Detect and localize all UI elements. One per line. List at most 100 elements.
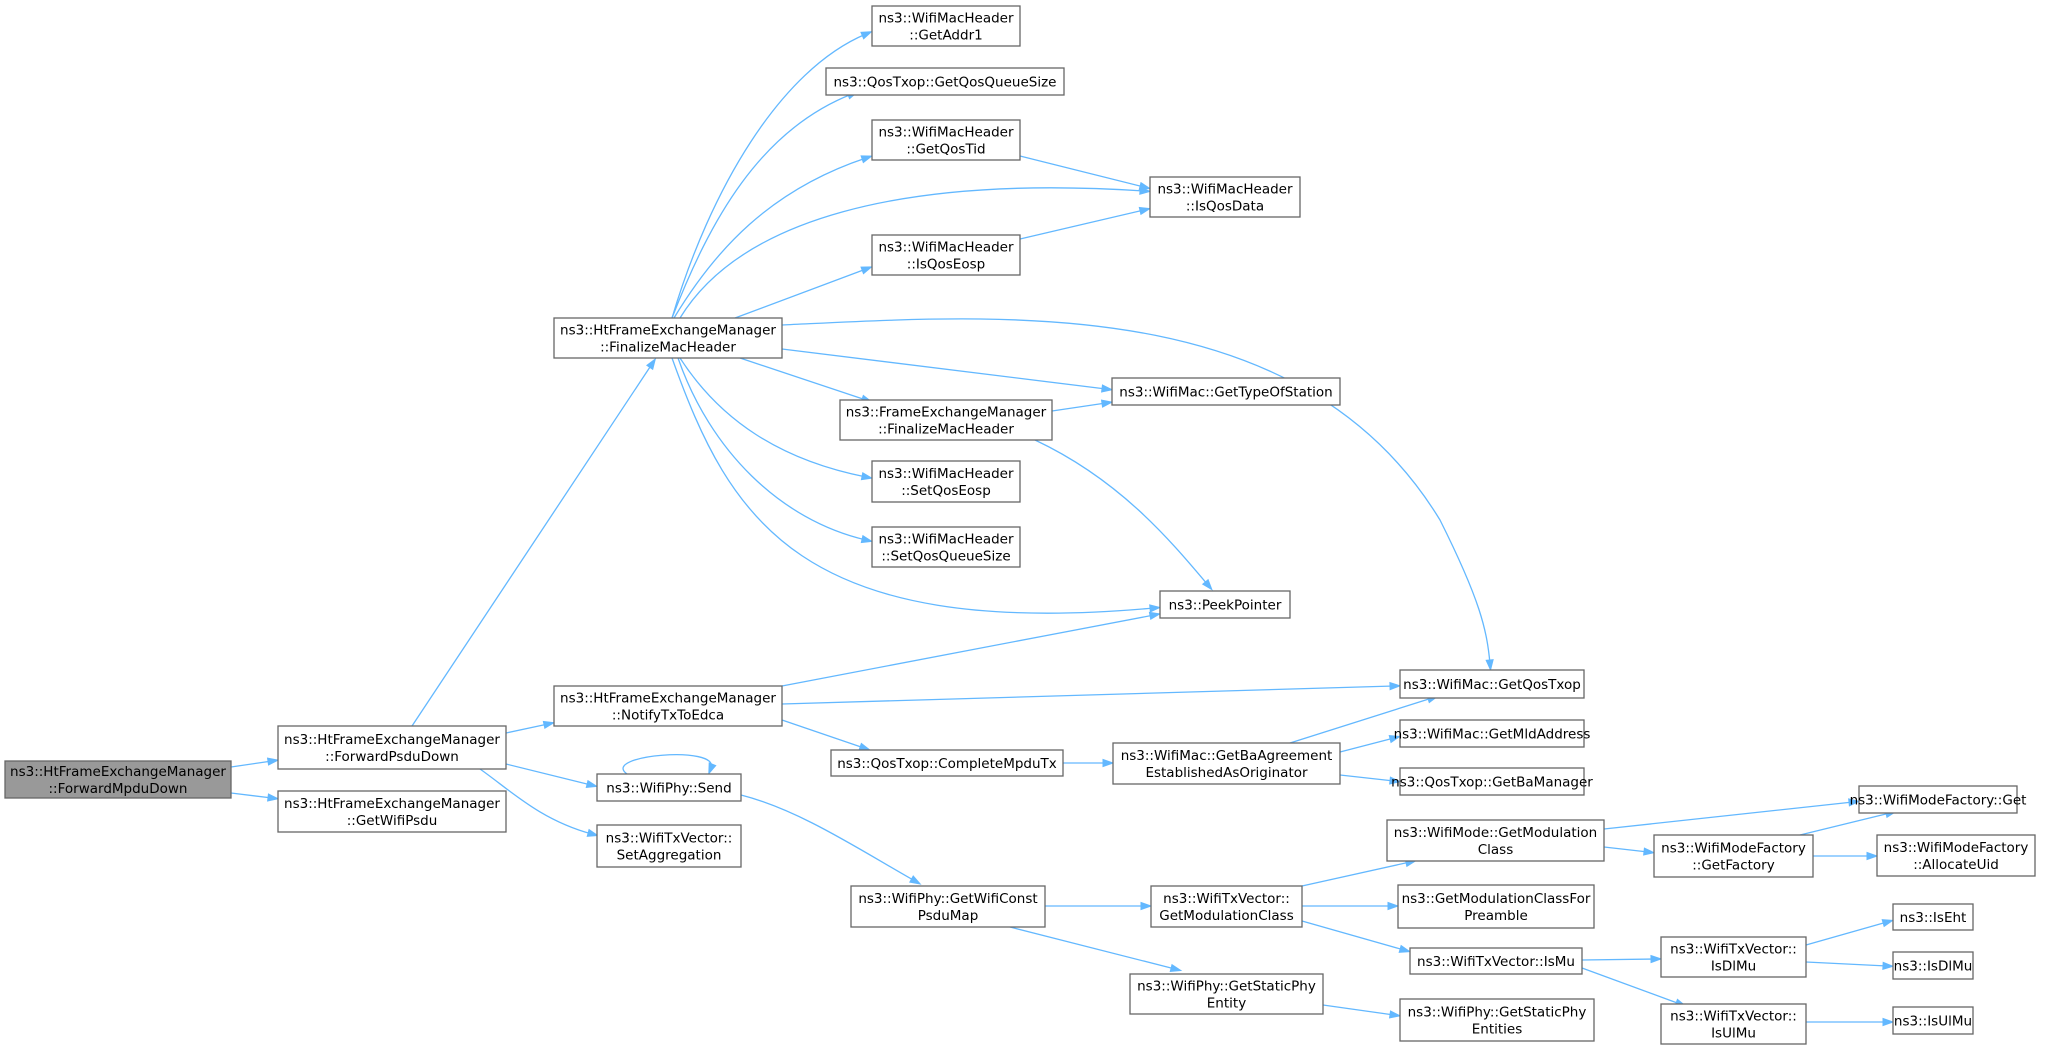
node-label-line: ns3::WifiMac::GetMldAddress [1394, 727, 1591, 743]
graph-node-root[interactable]: ns3::HtFrameExchangeManager::ForwardMpdu… [4, 760, 232, 799]
graph-node-allocateuid[interactable]: ns3::WifiModeFactory::AllocateUid [1876, 834, 2036, 877]
graph-node-finalize-fem[interactable]: ns3::FrameExchangeManager::FinalizeMacHe… [839, 399, 1053, 441]
node-label-line: ::ForwardMpduDown [49, 781, 188, 797]
edge-arrowhead [646, 357, 657, 371]
edge-arrowhead [267, 793, 280, 802]
edge-arrowhead [1866, 851, 1879, 861]
edge-arrowhead [1138, 181, 1152, 190]
edge-arrowhead [860, 472, 874, 481]
node-label-line: ns3::WifiModeFactory [1884, 840, 2029, 856]
edge-root-to-getwifipsdu [230, 792, 280, 802]
node-label-line: ::NotifyTxToEdca [612, 708, 724, 724]
graph-node-txv-getmodclass[interactable]: ns3::WifiTxVector::GetModulationClass [1150, 885, 1303, 928]
node-label-line: ns3::WifiModeFactory [1661, 841, 1806, 857]
edge-finalize_ht-to-getqosqueuesize [671, 91, 859, 319]
graph-node-fwdpsdu[interactable]: ns3::HtFrameExchangeManager::ForwardPsdu… [277, 725, 507, 770]
edge-arrowhead [1100, 399, 1114, 408]
graph-node-isdlmu-txv[interactable]: ns3::WifiTxVector::IsDlMu [1660, 936, 1807, 978]
graph-node-completempdu[interactable]: ns3::QosTxop::CompleteMpduTx [830, 749, 1064, 777]
graph-node-setaggr[interactable]: ns3::WifiTxVector::SetAggregation [596, 824, 742, 868]
node-label-line: ns3::WifiPhy::GetWifiConst [858, 891, 1037, 907]
graph-node-gettypeofstation[interactable]: ns3::WifiMac::GetTypeOfStation [1111, 377, 1341, 406]
node-label-line: ns3::WifiMac::GetBaAgreement [1121, 748, 1333, 764]
node-box [277, 790, 507, 833]
node-label-line: ns3::WifiMacHeader [1157, 182, 1293, 198]
edge-line [1301, 861, 1411, 887]
edge-fwdpsdu-to-send [505, 763, 599, 789]
edge-finalize_ht-to-setqosqueuesize [677, 357, 874, 544]
edge-layer [230, 31, 1898, 1027]
node-box [1399, 669, 1585, 699]
graph-node-getqostid[interactable]: ns3::WifiMacHeader::GetQosTid [871, 119, 1021, 161]
node-label-line: ns3::WifiMacHeader [878, 466, 1014, 482]
graph-node-getbaagreement[interactable]: ns3::WifiMac::GetBaAgreementEstablishedA… [1112, 742, 1341, 785]
edge-getqostid-to-isqosdata [1019, 155, 1152, 190]
edge-line [1019, 209, 1145, 240]
graph-node-factory-get[interactable]: ns3::WifiModeFactory::Get [1850, 785, 2027, 814]
graph-node-setqosqueuesize[interactable]: ns3::WifiMacHeader::SetQosQueueSize [871, 526, 1021, 568]
edge-line [1339, 774, 1395, 782]
graph-node-getwifipsdu[interactable]: ns3::HtFrameExchangeManager::GetWifiPsdu [277, 790, 507, 833]
node-box [1386, 819, 1605, 862]
edge-txv_getmodclass-to-ismu [1301, 920, 1412, 953]
node-label-line: ns3::WifiPhy::GetStaticPhy [1137, 979, 1316, 995]
edge-line [622, 754, 712, 775]
edge-isdlmu_txv-to-iseht [1805, 919, 1895, 946]
edge-finalize_fem-to-gettypeofstation [1051, 399, 1114, 412]
node-label-line: ns3::HtFrameExchangeManager [560, 691, 776, 707]
graph-node-getqostxop[interactable]: ns3::WifiMac::GetQosTxop [1399, 669, 1585, 699]
edge-notifyedca-to-getqostxop [781, 681, 1402, 705]
graph-node-getmldaddress[interactable]: ns3::WifiMac::GetMldAddress [1394, 719, 1591, 748]
node-label-line: ::GetWifiPsdu [347, 813, 438, 829]
node-box [871, 526, 1021, 568]
graph-node-mode-getmodclass[interactable]: ns3::WifiMode::GetModulationClass [1386, 819, 1605, 862]
graph-node-send[interactable]: ns3::WifiPhy::Send [596, 773, 742, 802]
node-label-line: ::AllocateUid [1913, 857, 1999, 873]
graph-node-getqosqueuesize[interactable]: ns3::QosTxop::GetQosQueueSize [825, 67, 1065, 96]
edge-fwdpsdu-to-finalize_ht [411, 357, 657, 727]
node-label-line: ns3::WifiMacHeader [878, 240, 1014, 256]
edge-arrowhead [1881, 919, 1895, 928]
node-box [1129, 973, 1324, 1015]
graph-node-isulmu-txv[interactable]: ns3::WifiTxVector::IsUlMu [1660, 1003, 1807, 1045]
graph-node-notifyedca[interactable]: ns3::HtFrameExchangeManager::NotifyTxToE… [553, 685, 783, 727]
edge-line [1805, 961, 1888, 967]
edge-line [1289, 697, 1433, 744]
graph-node-ismu[interactable]: ns3::WifiTxVector::IsMu [1409, 947, 1583, 975]
edge-getwificonst-to-getstaticphyentity [1009, 926, 1183, 972]
graph-node-isulmu[interactable]: ns3::IsUlMu [1892, 1006, 1974, 1035]
edge-send-to-send [622, 754, 717, 775]
edge-txv_getmodclass-to-getmodclassforpre [1302, 901, 1400, 911]
edge-line [505, 763, 592, 786]
node-box [1660, 1003, 1807, 1045]
edge-line [1339, 737, 1395, 753]
edge-line [677, 357, 867, 541]
edge-arrowhead [1101, 384, 1114, 393]
edge-ismu-to-isdlmu_txv [1581, 954, 1663, 964]
edge-line [1301, 920, 1405, 951]
graph-node-getfactory[interactable]: ns3::WifiModeFactory::GetFactory [1653, 834, 1814, 878]
graph-node-getaddr1[interactable]: ns3::WifiMacHeader::GetAddr1 [871, 5, 1021, 47]
node-label-line: IsUlMu [1711, 1026, 1756, 1042]
node-box [553, 685, 783, 727]
graph-node-setqoseosp[interactable]: ns3::WifiMacHeader::SetQosEosp [871, 460, 1021, 503]
graph-node-iseht[interactable]: ns3::IsEht [1892, 903, 1974, 931]
node-label-line: ns3::WifiPhy::Send [606, 781, 731, 797]
node-label-line: ns3::WifiMacHeader [878, 125, 1014, 141]
graph-node-getbamanager[interactable]: ns3::QosTxop::GetBaManager [1391, 767, 1593, 796]
graph-node-isqoseosp[interactable]: ns3::WifiMacHeader::IsQosEosp [871, 234, 1021, 276]
edge-finalize_ht-to-getqostid [673, 155, 874, 319]
node-label-line: ns3::WifiTxVector:: [606, 831, 733, 847]
node-label-line: Entities [1472, 1022, 1523, 1038]
graph-node-finalize-ht[interactable]: ns3::HtFrameExchangeManager::FinalizeMac… [553, 317, 783, 359]
graph-node-isqosdata[interactable]: ns3::WifiMacHeader::IsQosData [1149, 176, 1301, 218]
edge-send-to-getwificonst [740, 794, 922, 885]
graph-node-peekpointer[interactable]: ns3::PeekPointer [1159, 590, 1291, 619]
edge-line [679, 187, 1145, 319]
graph-node-isdlmu[interactable]: ns3::IsDlMu [1892, 951, 1974, 980]
